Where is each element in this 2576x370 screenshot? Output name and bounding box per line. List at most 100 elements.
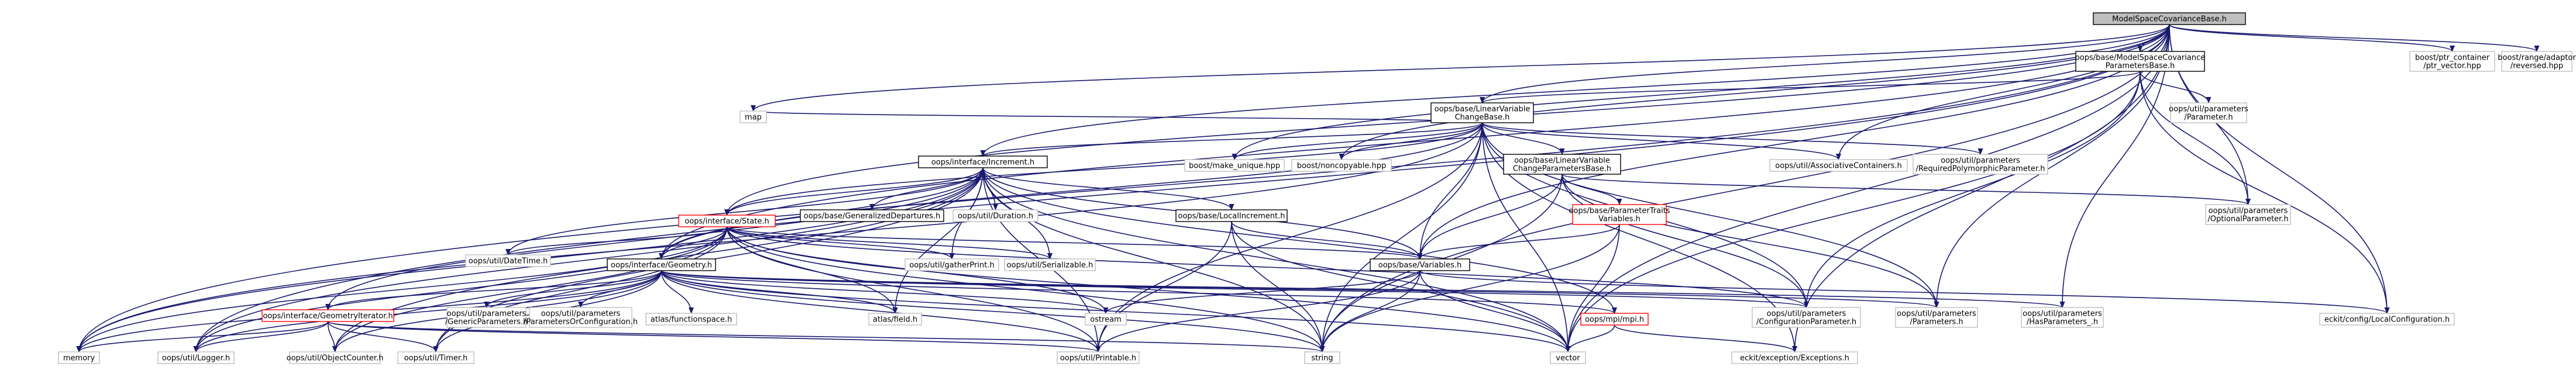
edge-geom-to-vector [661,270,1571,353]
node-mku-box [1184,159,1285,172]
edge-ptv-to-vector [1565,224,1620,353]
node-timer-label: oops/util/Timer.h [404,354,468,363]
node-ptr-box [1057,351,1140,364]
edge-mpi-to-exc [1614,324,1797,353]
node-string: string [1304,351,1340,364]
edge-geom-to-gpar [484,270,662,309]
node-mku: boost/make_unique.hpp [1184,159,1285,172]
node-gendep[interactable]: oops/base/GeneralizedDepartures.h [800,209,944,222]
node-vector-label: vector [1556,354,1580,363]
edge-gi-to-ptr [327,321,1100,353]
node-reqp: oops/util/parameters/RequiredPolymorphic… [1913,154,2048,175]
edge-root-to-incr [980,24,2170,157]
edge-lvcb-to-ptr [1095,122,1483,353]
edge-ptv-to-string [1319,224,1620,353]
edge-lvcpb-to-optp [1562,174,2251,206]
node-hasp-label: /HasParameters_.h [2027,318,2098,327]
node-vars[interactable]: oops/base/Variables.h [1370,258,1470,271]
node-ser: oops/util/Serializable.h [1004,258,1096,271]
node-poc-box [529,307,632,328]
node-params-box [1895,307,1978,328]
node-dur: oops/util/Duration.h [952,209,1038,222]
node-geom[interactable]: oops/interface/Geometry.h [607,258,716,271]
edge-geom-to-fs [661,270,694,314]
node-fs-box [645,313,737,326]
node-mscpb[interactable]: oops/base/ModelSpaceCovarianceParameters… [2075,51,2205,72]
edge-root-to-vars [1417,24,2170,260]
node-memory-box [58,351,100,364]
edge-root-to-map [751,24,2170,112]
node-ptr: oops/util/Printable.h [1057,351,1140,364]
edge-mscpb-to-lconf [2140,71,2390,314]
node-vars-label: oops/base/Variables.h [1378,261,1461,270]
node-map-label: map [745,113,762,122]
node-rev-label: /reversed.hpp [2510,62,2563,71]
edge-lvcb-to-params [1481,122,1939,309]
edge-lvcpb-to-vars [1417,174,1563,260]
edge-gi-to-memory [76,321,329,353]
edge-lvcb-to-memory [76,122,1483,353]
node-field: atlas/field.h [868,313,922,326]
edge-state-to-ptr [726,226,1101,353]
node-params-label: oops/util/parameters [1897,310,1976,319]
node-rev-label: boost/range/adaptor [2498,54,2576,63]
node-locinc[interactable]: oops/base/LocalIncrement.h [1175,209,1288,222]
node-ptv-label: Variables.h [1598,215,1640,224]
node-field-label: atlas/field.h [873,316,917,324]
edge-geom-to-string [661,270,1325,353]
edge-geom-to-ptr [661,270,1101,353]
node-state[interactable]: oops/interface/State.h [678,215,776,227]
edge-lvcpb-to-ptv [1562,174,1622,206]
node-lvcpb[interactable]: oops/base/LinearVariableChangeParameters… [1503,154,1621,175]
node-param-label: /Parameter.h [2184,113,2233,122]
node-optp-label: /OptionalParameter.h [2207,215,2288,224]
edge-lvcb-to-nonc [1339,122,1483,161]
node-dt: oops/util/DateTime.h [465,254,551,267]
node-memory-label: memory [63,354,95,363]
node-mku-label: boost/make_unique.hpp [1189,162,1280,171]
node-gpar-box [446,307,527,328]
node-dur-label: oops/util/Duration.h [958,212,1033,221]
node-assoc-box [1769,159,1908,172]
dependency-edges [76,24,2540,353]
node-gp-box [904,258,999,271]
edge-state-to-cparam [726,226,1809,309]
edge-root-to-exc [1792,24,2170,353]
edge-root-to-params [1934,24,2170,309]
node-logger-label: oops/util/Logger.h [162,354,230,363]
node-vector-box [1550,351,1586,364]
edge-root-to-pcv [2169,24,2455,53]
edge-state-to-ser [726,226,1053,260]
node-objc-box [289,351,381,364]
node-ptv-label: oops/base/ParameterTraits [1569,207,1670,216]
node-lconf: eckit/config/LocalConfiguration.h [2319,313,2455,326]
edge-root-to-logger [193,24,2170,353]
node-gi[interactable]: oops/interface/GeometryIterator.h [262,309,394,322]
node-ser-box [1004,258,1096,271]
edge-incr-to-gi [325,167,983,311]
edge-lvcpb-to-cparam [1562,174,1809,309]
edge-mpi-to-vector [1565,324,1615,353]
node-ostream-box [1085,313,1127,326]
node-ptr-label: oops/util/Printable.h [1060,354,1136,363]
node-cparam-label: /ConfigurationParameter.h [1756,318,1856,327]
node-incr-box [918,155,1048,168]
edge-lvcb-to-lvcpb [1481,122,1565,155]
node-hasp-label: oops/util/parameters [2023,310,2102,319]
node-mpi[interactable]: oops/mpi/mpi.h [1580,313,1649,326]
node-incr[interactable]: oops/interface/Increment.h [918,155,1048,168]
edge-gi-to-logger [193,321,329,353]
node-reqp-label: /RequiredPolymorphicParameter.h [1916,165,2045,174]
node-params-label: /Parameters.h [1910,318,1963,327]
node-gpar: oops/util/parameters/GenericParameters.h [445,307,528,328]
edge-incr-to-field [892,167,983,314]
edge-incr-to-vector [982,167,1571,353]
node-param-label: oops/util/parameters [2169,105,2248,114]
node-pcv-label: /ptr_vector.hpp [2423,62,2481,71]
edge-root-to-geom [659,24,2170,260]
edge-geom-to-mpi [661,270,1617,314]
node-assoc: oops/util/AssociativeContainers.h [1769,159,1908,172]
edge-mscpb-to-param [2140,71,2212,104]
